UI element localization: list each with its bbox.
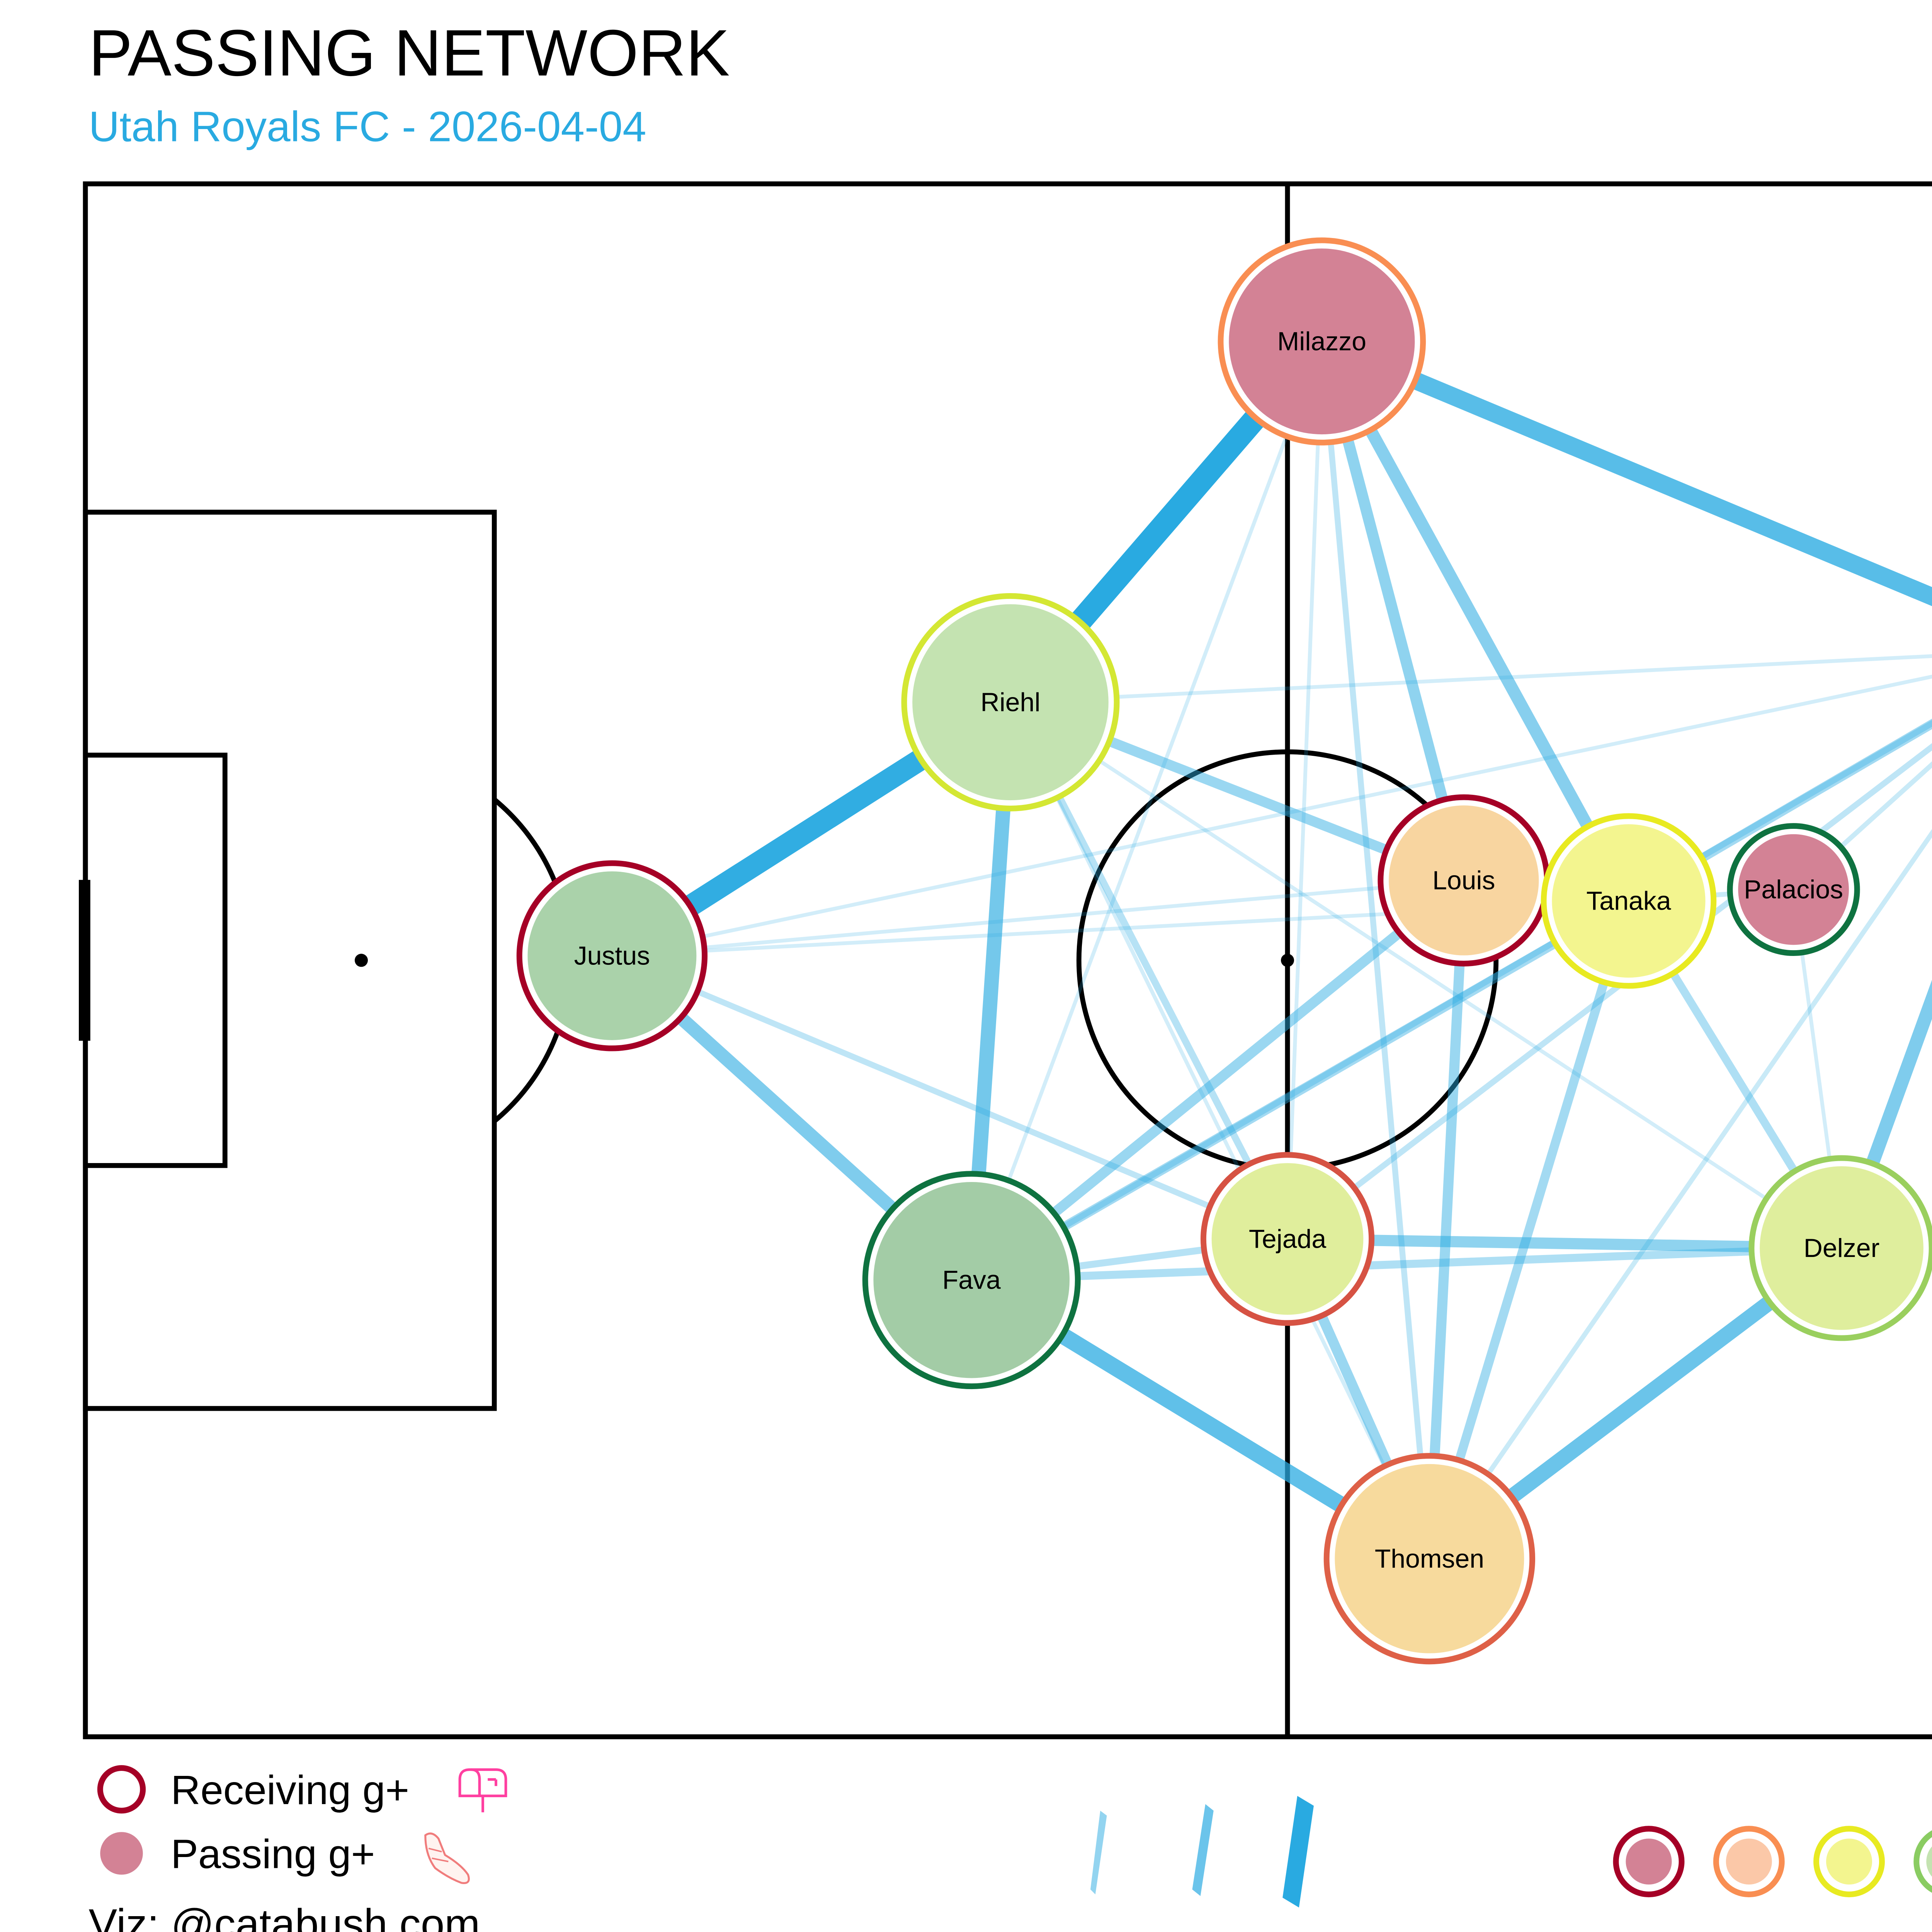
pass-edge-riehl-thomsen [1009,701,1431,1560]
player-node-tejada: Tejada [1200,1152,1375,1326]
chart-title: PASSING NETWORK [89,16,730,90]
player-name-label: Thomsen [1375,1544,1484,1573]
passing-fill [1738,834,1849,945]
pass-edge-milazzo-tejada [1286,341,1324,1239]
player-node-riehl: Riehl [901,593,1120,811]
player-name-label: Justus [574,941,650,970]
volume-swatch-high [1282,1796,1314,1908]
player-node-thomsen: Thomsen [1323,1453,1536,1665]
pass-edge-fava-delzer [971,1244,1842,1284]
passing-fill [1389,805,1539,956]
pass-edge-tanaka-fava [969,897,1631,1284]
player-name-label: Tanaka [1586,886,1671,916]
passing-legend-swatch [100,1832,143,1875]
player-node-milazzo: Milazzo [1218,237,1426,446]
passing-fill [1760,1166,1923,1330]
player-name-label: Louis [1432,866,1495,895]
soccer-cleat-icon [424,1832,470,1884]
pass-edge-justus-lacasse [611,675,1932,958]
pass-edge-tanaka-thomsen [1425,900,1633,1560]
player-name-label: Fava [942,1265,1001,1295]
player-name-label: Milazzo [1277,327,1366,356]
legend-ring-fill: Receiving g+ Passing g+ [97,1765,507,1884]
player-node-justus: Justus [516,860,708,1051]
pass-edge-milazzo-fava [969,340,1324,1281]
pass-edge-milazzo-thomsen [1319,341,1433,1559]
volume-legend: Volume [1090,1796,1314,1908]
left-penalty-area [83,510,497,1411]
pass-edge-riehl-lacasse [1010,654,1932,704]
gplus-swatch-fill [1726,1838,1772,1885]
pass-edge-milazzo-lacasse [1318,333,1932,606]
pass-edge-justus-tejada [611,953,1289,1242]
pass-edge-justus-louis [612,878,1464,958]
pitch [79,181,1932,1740]
passing-fill [912,604,1109,801]
passing-fill [873,1182,1070,1378]
player-name-label: Delzer [1804,1233,1879,1263]
passing-fill [1211,1163,1364,1315]
pass-edges [606,333,1932,1566]
pass-edge-louis-thomsen [1424,880,1469,1559]
passing-fill [527,871,697,1040]
passing-legend-label: Passing g+ [171,1831,375,1877]
player-node-louis: Louis [1378,794,1550,967]
left-penalty-spot [355,954,368,967]
gplus-swatch-fill [1826,1838,1872,1885]
pass-edge-lacasse-thomsen [1427,829,1932,1560]
gplus-swatch-fill [1626,1838,1672,1885]
player-name-label: Palacios [1744,875,1843,904]
passing-fill [1335,1464,1524,1653]
viz-credit: Viz: @catabush.com [89,1900,480,1932]
player-node-tanaka: Tanaka [1541,813,1717,989]
pass-edge-lacasse-fava [970,720,1932,1283]
passing-fill [1552,824,1706,978]
chart-subtitle: Utah Royals FC - 2026-04-04 [89,103,646,150]
pass-edge-milazzo-tanaka [1316,338,1634,904]
gplus-legend: g+ [1613,1826,1932,1898]
player-node-delzer: Delzer [1748,1155,1932,1341]
pass-edge-lacasse-delzer [1835,980,1932,1250]
passing-fill [1229,248,1415,435]
player-name-label: Tejada [1249,1224,1327,1253]
volume-swatch-low [1090,1810,1107,1895]
receiving-legend-label: Receiving g+ [171,1767,409,1813]
left-goal [79,880,90,1041]
receiving-legend-swatch [97,1765,146,1814]
gplus-swatch-fill [1926,1846,1932,1877]
mailbox-icon [458,1768,507,1813]
left-goal-area [83,752,228,1168]
gplus-swatch-ring [1913,1830,1932,1893]
player-node-fava: Fava [862,1171,1081,1389]
center-spot [1281,954,1294,967]
pass-edge-riehl-delzer [1009,701,1843,1250]
player-node-palacios: Palacios [1727,823,1860,956]
volume-swatch-mid [1192,1804,1214,1896]
player-name-label: Riehl [981,687,1041,717]
